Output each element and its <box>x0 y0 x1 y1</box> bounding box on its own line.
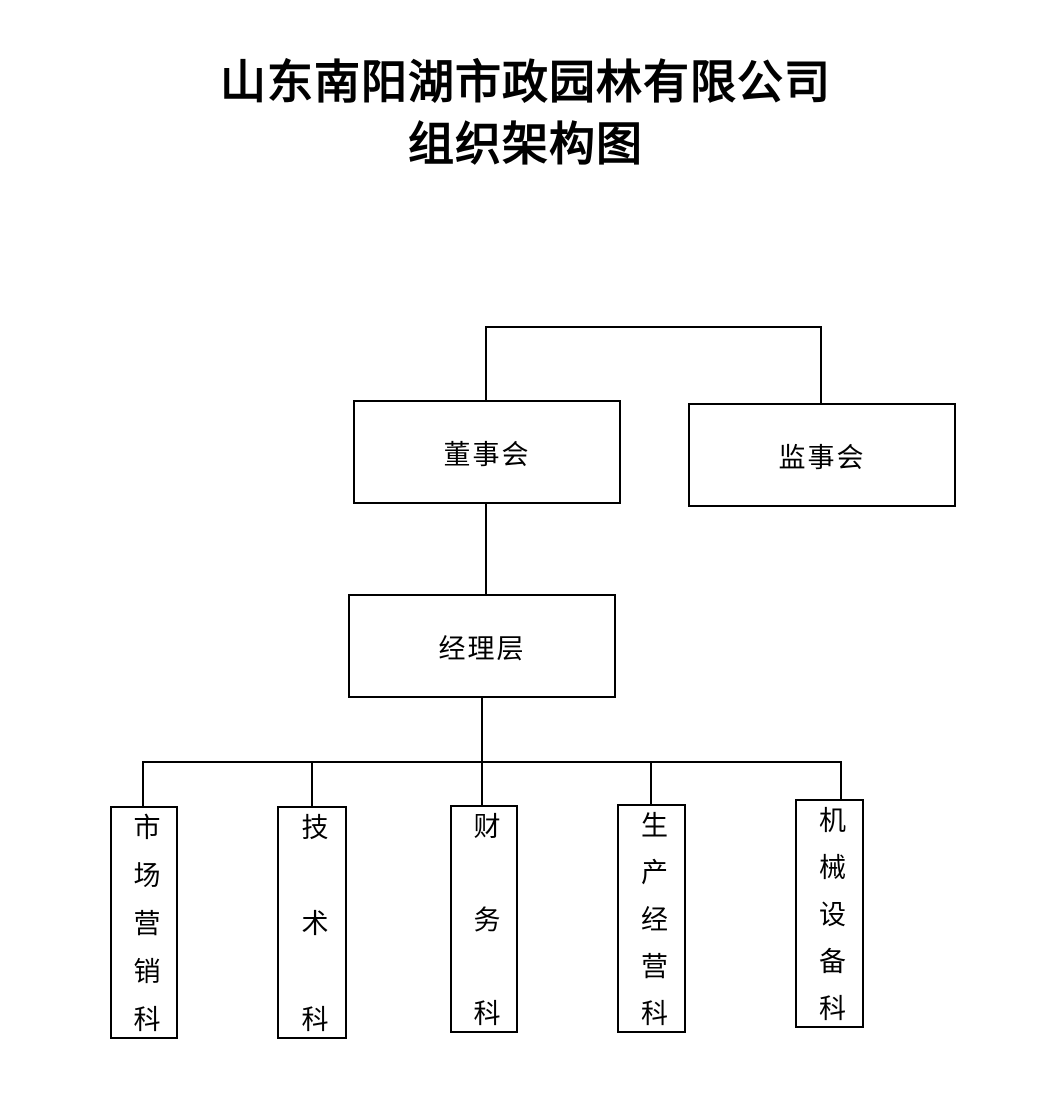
title-line-subtitle: 组织架构图 <box>408 119 643 170</box>
node-board[interactable]: 董事会 <box>353 400 621 504</box>
connector-department-bus <box>142 761 842 763</box>
node-department-production-label: 生产经营科 <box>637 811 667 1046</box>
connector-drop-technical <box>311 761 313 807</box>
node-manager-label: 经理层 <box>438 633 526 664</box>
node-department-marketing-label: 市场营销科 <box>129 813 160 1053</box>
node-department-equipment[interactable]: 机械设备科 <box>795 799 864 1041</box>
connector-board-supervisor-horizontal <box>485 326 822 328</box>
node-supervisor[interactable]: 监事会 <box>688 403 956 507</box>
node-department-production[interactable]: 生产经营科 <box>617 804 686 1046</box>
node-department-technical-label: 技术科 <box>297 813 328 1101</box>
node-department-finance-label: 财务科 <box>469 812 500 1093</box>
node-department-marketing[interactable]: 市场营销科 <box>110 806 178 1053</box>
connector-drop-finance <box>481 761 483 806</box>
connector-drop-equipment <box>840 761 842 801</box>
connector-board-to-manager <box>485 503 487 595</box>
node-supervisor-label: 监事会 <box>778 442 866 473</box>
node-department-technical[interactable]: 技术科 <box>277 806 347 1101</box>
node-department-finance[interactable]: 财务科 <box>450 805 518 1093</box>
connector-manager-stem <box>481 697 483 807</box>
node-department-equipment-label: 机械设备科 <box>815 806 845 1041</box>
connector-board-stem <box>485 326 487 402</box>
node-manager[interactable]: 经理层 <box>348 594 616 698</box>
node-board-label: 董事会 <box>443 439 531 470</box>
connector-supervisor-stem <box>820 326 822 404</box>
page-title: 山东南阳湖市政园林有限公司 组织架构图 <box>0 52 1051 176</box>
title-line-company: 山东南阳湖市政园林有限公司 <box>220 57 831 108</box>
connector-drop-production <box>650 761 652 806</box>
connector-drop-marketing <box>142 761 144 807</box>
